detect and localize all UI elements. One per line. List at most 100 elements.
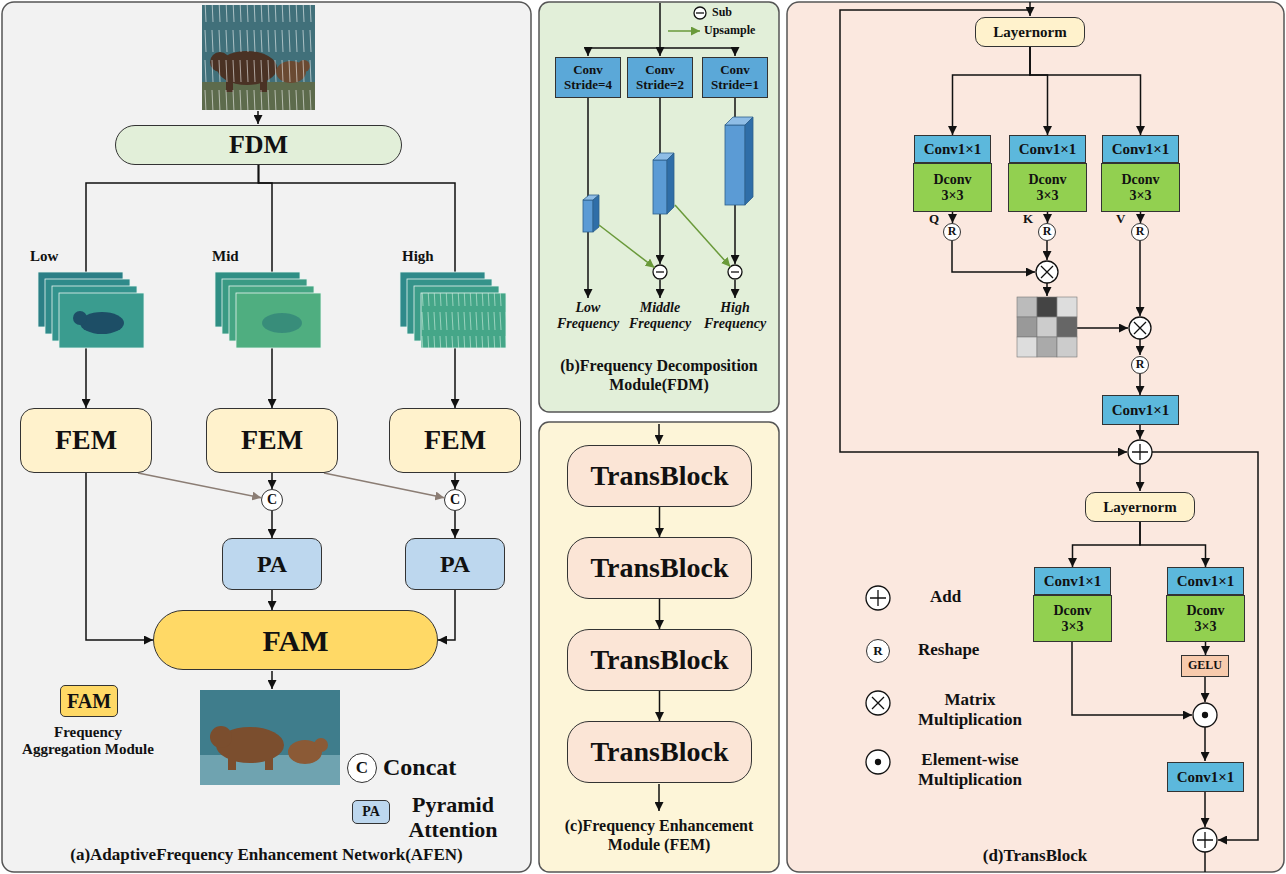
conv-box: Conv1×1 xyxy=(1167,762,1244,792)
node-text: FDM xyxy=(229,131,288,160)
node-text: FEM xyxy=(55,425,117,456)
node-text: Conv1×1 xyxy=(1177,573,1235,590)
conv-box: Conv Stride=2 xyxy=(627,57,693,98)
block-box: TransBlock xyxy=(567,537,752,599)
node-text: C xyxy=(267,492,277,507)
connector-arrow xyxy=(1047,212,1049,223)
connector-arrow xyxy=(659,507,661,537)
node-text: Dconv 3×3 xyxy=(926,172,979,203)
conv-box: Conv1×1 xyxy=(1167,567,1244,595)
panel-heading: (d)TransBlock xyxy=(935,846,1135,866)
conv-box: Conv1×1 xyxy=(1102,135,1179,163)
node-text: Conv Stride=4 xyxy=(559,63,617,92)
output-image xyxy=(200,690,340,785)
node-text: Layernorm xyxy=(993,24,1066,41)
connector-arrow xyxy=(1073,522,1141,567)
node-text: TransBlock xyxy=(591,461,729,492)
node-text: R xyxy=(1136,358,1145,371)
node-text: R xyxy=(1136,225,1145,238)
symbol-letter: FAM xyxy=(67,690,111,712)
branch-label: V xyxy=(1116,212,1125,227)
branch-label: Q xyxy=(929,212,939,227)
dconv-box: Dconv 3×3 xyxy=(913,163,992,212)
connector-arrow xyxy=(1030,47,1048,135)
node-text: PA xyxy=(257,551,287,577)
dconv-box: Dconv 3×3 xyxy=(1033,595,1112,642)
node-text: PA xyxy=(440,551,470,577)
feature-blocks xyxy=(583,117,753,232)
module-panel: (b)Frequency Decomposition Module(FDM) Co… xyxy=(539,2,779,412)
module-panel: (c)Frequency Enhancement Module (FEM)Tra… xyxy=(539,422,779,872)
conv-box: Conv1×1 xyxy=(1102,395,1179,425)
node-text: FEM xyxy=(424,425,486,456)
conv-box: Conv1×1 xyxy=(1034,567,1111,595)
legend-swatch: FAM xyxy=(60,685,118,717)
connector-arrow xyxy=(1205,642,1207,655)
block-box: TransBlock xyxy=(567,721,752,783)
panel-heading: (a)AdaptiveFrequency Enhancement Network… xyxy=(10,845,523,865)
connector-arrow xyxy=(1139,374,1141,395)
node-text: Conv Stride=2 xyxy=(631,63,689,92)
reshape-circle: R xyxy=(1131,223,1149,241)
reshape-circle: R xyxy=(1131,356,1149,374)
legend-swatch: PA xyxy=(352,800,390,824)
node-text: R xyxy=(1043,225,1052,238)
module-box: FEM xyxy=(20,408,152,473)
block-box: TransBlock xyxy=(567,445,752,507)
dconv-box: Dconv 3×3 xyxy=(1166,595,1245,642)
subtract-symbols xyxy=(653,265,742,279)
node-text: TransBlock xyxy=(591,645,729,676)
legend-text: Element-wise Multiplication xyxy=(905,750,1035,789)
norm-box: Layernorm xyxy=(1085,492,1195,522)
symbol-letter: PA xyxy=(362,804,380,819)
node-text: Conv1×1 xyxy=(1019,141,1077,158)
connector-arrow xyxy=(324,473,444,498)
legend-text: Upsample xyxy=(704,24,755,38)
feature-maps xyxy=(38,272,506,348)
reshape-circle: R xyxy=(943,223,961,241)
module-box: FEM xyxy=(206,408,338,473)
branch-label: Mid xyxy=(212,248,239,265)
conv-box: Conv1×1 xyxy=(914,135,991,163)
node-text: GELU xyxy=(1188,659,1222,672)
conv-box: Conv Stride=1 xyxy=(702,57,768,98)
branch-label: Low xyxy=(30,248,58,265)
module-box: FEM xyxy=(389,408,521,473)
connector-arrow xyxy=(271,590,273,610)
node-text: Conv1×1 xyxy=(1112,402,1170,419)
conv-box: Conv1×1 xyxy=(1009,135,1086,163)
node-text: Dconv 3×3 xyxy=(1179,603,1232,634)
norm-box: Layernorm xyxy=(975,17,1085,47)
decomposition-lines xyxy=(588,3,735,298)
attention-box: PA xyxy=(222,538,322,590)
connector-arrow xyxy=(659,599,661,629)
node-text: Conv1×1 xyxy=(924,141,982,158)
legend-text: Matrix Multiplication xyxy=(905,690,1035,729)
panel-heading: (b)Frequency Decomposition Module(FDM) xyxy=(549,356,769,394)
output-label: High Frequency xyxy=(698,300,772,332)
node-text: Dconv 3×3 xyxy=(1114,172,1167,203)
legend-text: Sub xyxy=(712,6,732,20)
node-text: Dconv 3×3 xyxy=(1021,172,1074,203)
connector-arrow xyxy=(138,473,261,498)
activation-box: GELU xyxy=(1181,655,1229,677)
input-image xyxy=(202,5,315,110)
node-text: Conv1×1 xyxy=(1044,573,1102,590)
connector-arrow xyxy=(454,473,456,489)
block-box: TransBlock xyxy=(567,629,752,691)
legend-symbol: C xyxy=(347,753,377,783)
legend-symbol: R xyxy=(866,639,890,663)
connector-arrow xyxy=(438,590,455,640)
legend-text: Frequency Aggregation Module xyxy=(18,724,158,759)
connector-arrow xyxy=(271,473,273,489)
attention-matrix xyxy=(1017,297,1077,357)
symbol-letter: C xyxy=(356,759,368,778)
block-panel: (d)TransBlockLayernormConv1×1Dconv 3×3Co… xyxy=(787,2,1284,872)
module-pill: FDM xyxy=(115,125,402,165)
node-text: TransBlock xyxy=(591,553,729,584)
symbol-letter: R xyxy=(873,644,882,658)
module-pill: FAM xyxy=(153,610,438,670)
node-text: TransBlock xyxy=(591,737,729,768)
connector-arrow xyxy=(271,511,273,538)
node-text: Dconv 3×3 xyxy=(1046,603,1099,634)
